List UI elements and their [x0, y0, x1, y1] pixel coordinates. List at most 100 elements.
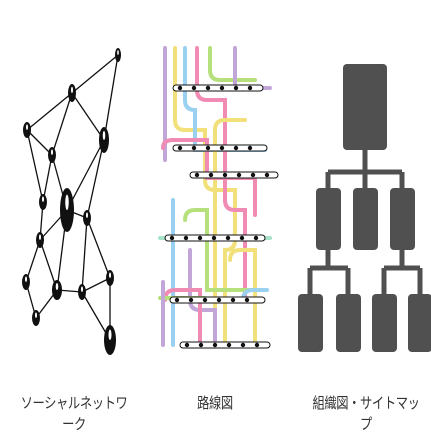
network-edge — [81, 277, 111, 293]
node-highlight — [55, 283, 59, 290]
station-dot — [230, 297, 236, 303]
org-chart-icon — [298, 64, 431, 352]
network-edge — [71, 54, 119, 94]
network-edge — [42, 154, 53, 203]
node-highlight — [25, 276, 27, 283]
social-network-graph-icon — [22, 48, 121, 355]
station-dot — [239, 235, 245, 241]
station-dot — [240, 342, 246, 348]
network-edge — [66, 139, 105, 211]
route-line — [173, 46, 237, 347]
station-dot — [169, 235, 175, 241]
station-dot — [194, 172, 200, 178]
org-box — [372, 294, 397, 352]
station-dot — [219, 145, 225, 151]
org-box — [353, 188, 378, 250]
station-dot — [208, 172, 214, 178]
network-node — [99, 127, 109, 153]
node-highlight — [35, 312, 37, 319]
station-dot — [253, 235, 259, 241]
station-dot — [211, 235, 217, 241]
station-dot — [233, 145, 239, 151]
route-line — [213, 118, 247, 347]
network-node — [36, 232, 44, 248]
caption-social-network: ソーシャルネットワーク — [20, 394, 128, 433]
node-highlight — [108, 329, 112, 340]
network-edge — [103, 54, 119, 141]
station-dot — [236, 172, 242, 178]
station-dot — [250, 172, 256, 178]
org-box — [390, 188, 415, 250]
network-edge — [26, 129, 44, 203]
network-edge — [86, 217, 111, 279]
station-dot — [244, 297, 250, 303]
network-node — [48, 147, 56, 163]
route-map-icon — [158, 46, 279, 349]
org-box — [336, 294, 361, 352]
station-dot — [247, 145, 253, 151]
station-dot — [212, 342, 218, 348]
org-box — [343, 64, 387, 150]
org-box — [408, 294, 431, 352]
route-line — [161, 138, 257, 217]
station-dot — [233, 85, 239, 91]
org-box — [298, 294, 323, 352]
station-dot — [202, 297, 208, 303]
network-node — [115, 48, 121, 62]
station-dot — [226, 342, 232, 348]
route-map-panel — [145, 0, 285, 380]
network-edge — [26, 129, 53, 156]
station-dot — [174, 297, 180, 303]
network-edge — [39, 239, 58, 291]
node-highlight — [102, 130, 106, 140]
node-highlight — [86, 212, 88, 218]
node-highlight — [51, 149, 53, 155]
network-edge — [26, 92, 73, 131]
caption-org-chart: 組織図・サイトマップ — [312, 394, 420, 433]
station-dot — [222, 172, 228, 178]
node-highlight — [81, 286, 83, 293]
station-dot — [197, 235, 203, 241]
node-highlight — [117, 50, 119, 55]
station-dot — [191, 85, 197, 91]
node-highlight — [109, 272, 111, 279]
node-highlight — [65, 194, 69, 210]
station-dot — [205, 145, 211, 151]
station-dot — [254, 342, 260, 348]
station-dot — [225, 235, 231, 241]
network-node — [39, 194, 47, 210]
station-dot — [177, 145, 183, 151]
network-node — [23, 122, 31, 138]
network-edge — [81, 217, 88, 293]
route-line — [183, 208, 257, 292]
node-highlight — [39, 234, 41, 240]
station-dot — [247, 85, 253, 91]
station-dot — [177, 85, 183, 91]
network-node — [68, 84, 76, 102]
caption-route-map: 路線図 — [197, 394, 233, 412]
network-node — [83, 210, 91, 226]
station-dot — [198, 342, 204, 348]
station-dot — [205, 85, 211, 91]
route-line — [183, 46, 267, 152]
network-edge — [71, 92, 105, 141]
station-dot — [191, 145, 197, 151]
network-edge — [25, 239, 41, 283]
node-highlight — [71, 86, 73, 93]
social-network-panel — [0, 0, 140, 380]
network-edge — [51, 92, 73, 156]
node-highlight — [26, 124, 28, 130]
route-line — [228, 248, 257, 347]
route-line — [208, 46, 257, 82]
org-chart-panel — [290, 0, 431, 380]
station — [189, 171, 279, 179]
station-dot — [188, 297, 194, 303]
station-dot — [219, 85, 225, 91]
station-dot — [264, 172, 270, 178]
station-dot — [183, 235, 189, 241]
node-highlight — [42, 196, 44, 202]
org-box — [316, 188, 341, 250]
station-dot — [184, 342, 190, 348]
station-dot — [216, 297, 222, 303]
network-edge — [86, 139, 105, 219]
